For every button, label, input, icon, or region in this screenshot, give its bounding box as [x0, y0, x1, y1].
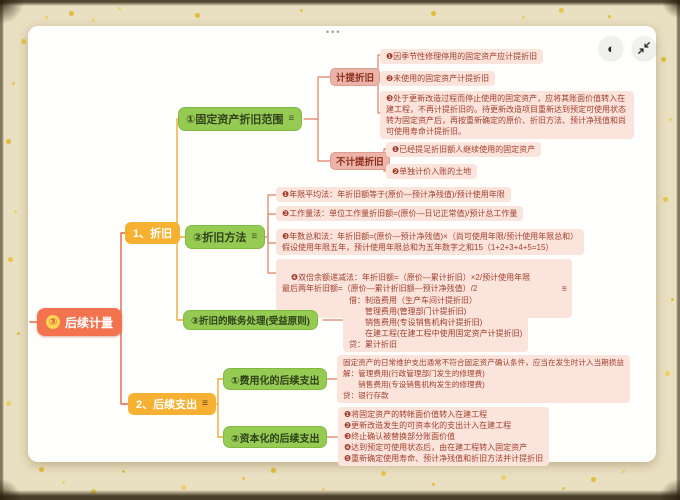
- topic-depreciation-accounting-label: ③折旧的账务处理(受益原则): [191, 316, 310, 327]
- notes-icon: ≡: [251, 231, 258, 242]
- branch-subsequent-expenditure-label: 2、后续支出: [136, 399, 198, 411]
- root-badge: ③: [46, 315, 60, 329]
- subtopic-no-depreciation[interactable]: 不计提折旧: [330, 152, 390, 170]
- background-speckles: [0, 0, 3, 3]
- leaf-sum-of-years-method[interactable]: ❸年数总和法：年折旧额=(原价—预计净残值)×（尚可使用年限/预计使用年限总和）…: [276, 229, 585, 255]
- topic-depreciation-accounting[interactable]: ③折旧的账务处理(受益原则): [183, 310, 318, 330]
- topic-capitalized-expenditure[interactable]: ②资本化的后续支出: [223, 426, 328, 448]
- collapse-view-button[interactable]: [632, 36, 656, 60]
- notes-icon: ≡: [561, 283, 567, 293]
- collapse-arrows-icon: [638, 42, 650, 54]
- leaf-renovation-assets[interactable]: ❸处于更新改造过程而停止使用的固定资产，应将其账面价值转入在建工程，不再计提折旧…: [380, 91, 634, 139]
- notes-icon: ≡: [202, 398, 208, 409]
- leaf-double-declining-text: ❹双倍余额递减法：年折旧额=（原价—累计折旧）×2/预计使用年限 最后两年折旧额…: [282, 273, 531, 293]
- branch-depreciation-label: 1、折旧: [133, 228, 173, 240]
- theme-contrast-button[interactable]: ◐: [599, 36, 623, 60]
- branch-subsequent-expenditure[interactable]: 2、后续支出 ≡: [128, 393, 216, 415]
- branch-depreciation[interactable]: 1、折旧: [125, 222, 181, 244]
- topic-depreciation-scope-label: ①固定资产折旧范围: [186, 114, 284, 126]
- leaf-capitalized-steps[interactable]: ❶将固定资产的转帐面价值转入在建工程 ❷更新改造发生的可资本化的支出计入在建工程…: [338, 407, 550, 466]
- root-node-subsequent-measurement[interactable]: ③ 后续计量: [37, 308, 123, 336]
- leaf-seasonal-repair[interactable]: ❶因季节性修理停用的固定资产应计提折旧: [380, 49, 544, 64]
- contrast-icon: ◐: [607, 40, 615, 56]
- leaf-unused-assets[interactable]: ❷未使用的固定资产计提折旧: [380, 71, 496, 86]
- subtopic-no-depreciation-label: 不计提折旧: [336, 157, 384, 168]
- leaf-fully-depreciated[interactable]: ❶已经提足折旧额人继续使用的固定资产: [386, 142, 542, 157]
- notes-icon: ≡: [288, 113, 295, 124]
- topic-depreciation-scope[interactable]: ①固定资产折旧范围 ≡: [178, 107, 303, 131]
- more-options-button[interactable]: •••: [326, 27, 342, 37]
- leaf-depreciation-journal-entry[interactable]: 借：制造费用（生产车间计提折旧） 管理费用(管理部门计提折旧) 销售费用(专设销…: [343, 293, 529, 352]
- leaf-units-of-production-method[interactable]: ❷工作量法：单位工作量折旧额=(原价—日记正常值)/预计总工作量: [276, 206, 524, 221]
- leaf-expensed-journal-entry[interactable]: 固定资产的日常维护支出通常不符合固定资产确认条件，应当在发生时计入当期损益 解：…: [337, 355, 630, 403]
- subtopic-accrue-label: 计提折旧: [336, 73, 375, 84]
- topic-expensed-expenditure-label: ①费用化的后续支出: [231, 375, 320, 387]
- topic-capitalized-expenditure-label: ②资本化的后续支出: [231, 433, 320, 445]
- subtopic-accrue-depreciation[interactable]: 计提折旧: [330, 68, 381, 86]
- leaf-land-separately-priced[interactable]: ❷单独计价入账的土地: [386, 164, 478, 179]
- topic-depreciation-methods[interactable]: ②折旧方法 ≡: [185, 225, 266, 249]
- topic-expensed-expenditure[interactable]: ①费用化的后续支出: [223, 368, 328, 390]
- root-label: 后续计量: [65, 315, 114, 330]
- leaf-straight-line-method[interactable]: ❶年限平均法：年折旧额等于(原价—预计净残值)/预计使用年限: [276, 187, 511, 202]
- topic-depreciation-methods-label: ②折旧方法: [193, 232, 247, 244]
